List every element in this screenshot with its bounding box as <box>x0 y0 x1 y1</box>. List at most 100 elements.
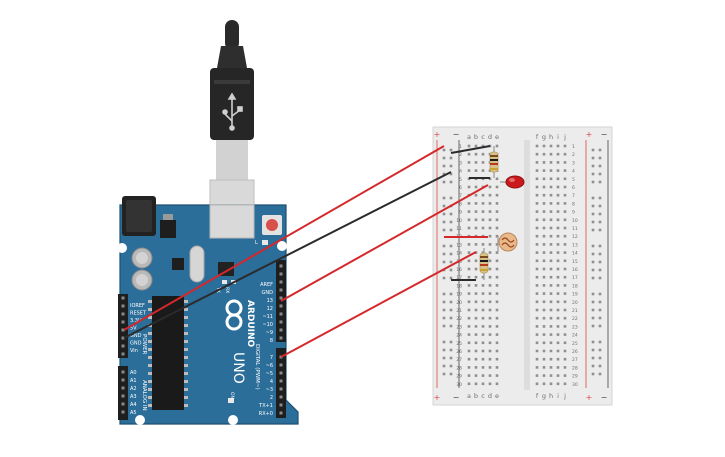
resistor-ldr[interactable] <box>479 248 489 280</box>
resistor-led[interactable] <box>489 146 499 178</box>
breadboard-hole[interactable] <box>556 259 560 263</box>
breadboard-hole[interactable] <box>467 374 471 377</box>
breadboard-hole[interactable] <box>481 316 485 320</box>
breadboard-hole[interactable] <box>467 292 471 295</box>
breadboard-hole[interactable] <box>535 243 539 246</box>
breadboard-hole[interactable] <box>535 210 539 213</box>
breadboard-hole[interactable] <box>467 210 471 213</box>
breadboard-hole[interactable] <box>563 267 567 271</box>
breadboard-hole[interactable] <box>556 251 560 254</box>
breadboard-hole[interactable] <box>549 193 553 197</box>
breadboard-hole[interactable] <box>556 366 560 369</box>
rail-hole[interactable] <box>591 340 595 344</box>
breadboard-hole[interactable] <box>549 234 553 238</box>
breadboard-hole[interactable] <box>474 284 478 287</box>
header-hole[interactable] <box>279 379 283 383</box>
breadboard-hole[interactable] <box>542 193 546 197</box>
breadboard-hole[interactable] <box>481 374 485 377</box>
breadboard-hole[interactable] <box>542 161 546 164</box>
breadboard-hole[interactable] <box>563 333 567 336</box>
breadboard-hole[interactable] <box>549 144 553 148</box>
breadboard-hole[interactable] <box>542 251 546 254</box>
breadboard-hole[interactable] <box>481 284 485 287</box>
breadboard-hole[interactable] <box>563 382 567 386</box>
breadboard-hole[interactable] <box>556 202 560 205</box>
rail-hole[interactable] <box>449 180 453 184</box>
header-hole[interactable] <box>121 386 125 390</box>
breadboard-hole[interactable] <box>535 202 539 205</box>
breadboard-hole[interactable] <box>563 243 567 246</box>
rail-hole[interactable] <box>449 364 453 368</box>
rail-hole[interactable] <box>591 252 595 256</box>
header-hole[interactable] <box>279 264 283 268</box>
breadboard-hole[interactable] <box>556 357 560 361</box>
breadboard-hole[interactable] <box>481 202 485 205</box>
breadboard-hole[interactable] <box>467 169 471 172</box>
breadboard-hole[interactable] <box>474 325 478 328</box>
rail-hole[interactable] <box>442 276 446 280</box>
rail-hole[interactable] <box>442 156 446 160</box>
rail-hole[interactable] <box>598 180 602 184</box>
breadboard-hole[interactable] <box>481 193 485 197</box>
breadboard-hole[interactable] <box>549 366 553 369</box>
breadboard-hole[interactable] <box>474 349 478 353</box>
breadboard-hole[interactable] <box>481 341 485 345</box>
header-hole[interactable] <box>279 312 283 316</box>
breadboard-hole[interactable] <box>474 218 478 222</box>
breadboard-hole[interactable] <box>495 308 499 312</box>
breadboard-hole[interactable] <box>563 210 567 213</box>
breadboard-hole[interactable] <box>495 292 499 295</box>
header-hole[interactable] <box>121 320 125 324</box>
breadboard-hole[interactable] <box>481 152 485 156</box>
header-hole[interactable] <box>279 387 283 391</box>
breadboard-hole[interactable] <box>474 169 478 172</box>
breadboard-hole[interactable] <box>495 234 499 238</box>
breadboard-hole[interactable] <box>535 357 539 361</box>
breadboard-hole[interactable] <box>563 308 567 312</box>
breadboard-hole[interactable] <box>488 366 492 369</box>
rail-hole[interactable] <box>449 308 453 312</box>
rail-hole[interactable] <box>591 156 595 160</box>
breadboard-hole[interactable] <box>488 234 492 238</box>
header-hole[interactable] <box>279 304 283 308</box>
breadboard-hole[interactable] <box>556 243 560 246</box>
rail-hole[interactable] <box>598 292 602 296</box>
breadboard-hole[interactable] <box>556 152 560 156</box>
rail-hole[interactable] <box>598 348 602 352</box>
breadboard-hole[interactable] <box>549 333 553 336</box>
rail-hole[interactable] <box>442 204 446 208</box>
rail-hole[interactable] <box>442 324 446 328</box>
rail-hole[interactable] <box>591 228 595 232</box>
breadboard-hole[interactable] <box>481 382 485 386</box>
rail-hole[interactable] <box>598 244 602 248</box>
rail-hole[interactable] <box>442 292 446 296</box>
rail-hole[interactable] <box>449 292 453 296</box>
breadboard-hole[interactable] <box>535 234 539 238</box>
breadboard-hole[interactable] <box>495 300 499 304</box>
breadboard-hole[interactable] <box>495 251 499 254</box>
breadboard-hole[interactable] <box>474 243 478 246</box>
breadboard-hole[interactable] <box>556 382 560 386</box>
breadboard-hole[interactable] <box>563 251 567 254</box>
rail-hole[interactable] <box>591 204 595 208</box>
breadboard-hole[interactable] <box>535 259 539 263</box>
breadboard-hole[interactable] <box>563 202 567 205</box>
breadboard-hole[interactable] <box>467 243 471 246</box>
breadboard-hole[interactable] <box>556 185 560 189</box>
rail-hole[interactable] <box>442 340 446 344</box>
header-hole[interactable] <box>279 272 283 276</box>
breadboard-hole[interactable] <box>535 341 539 345</box>
rail-hole[interactable] <box>598 204 602 208</box>
breadboard-hole[interactable] <box>474 259 478 263</box>
breadboard-hole[interactable] <box>563 341 567 345</box>
breadboard-hole[interactable] <box>488 226 492 230</box>
breadboard-hole[interactable] <box>549 152 553 156</box>
breadboard-hole[interactable] <box>481 357 485 361</box>
rail-hole[interactable] <box>598 220 602 224</box>
breadboard-hole[interactable] <box>556 316 560 320</box>
rail-hole[interactable] <box>598 164 602 168</box>
breadboard-hole[interactable] <box>549 316 553 320</box>
breadboard-hole[interactable] <box>495 316 499 320</box>
rail-hole[interactable] <box>591 324 595 328</box>
breadboard-hole[interactable] <box>542 374 546 377</box>
